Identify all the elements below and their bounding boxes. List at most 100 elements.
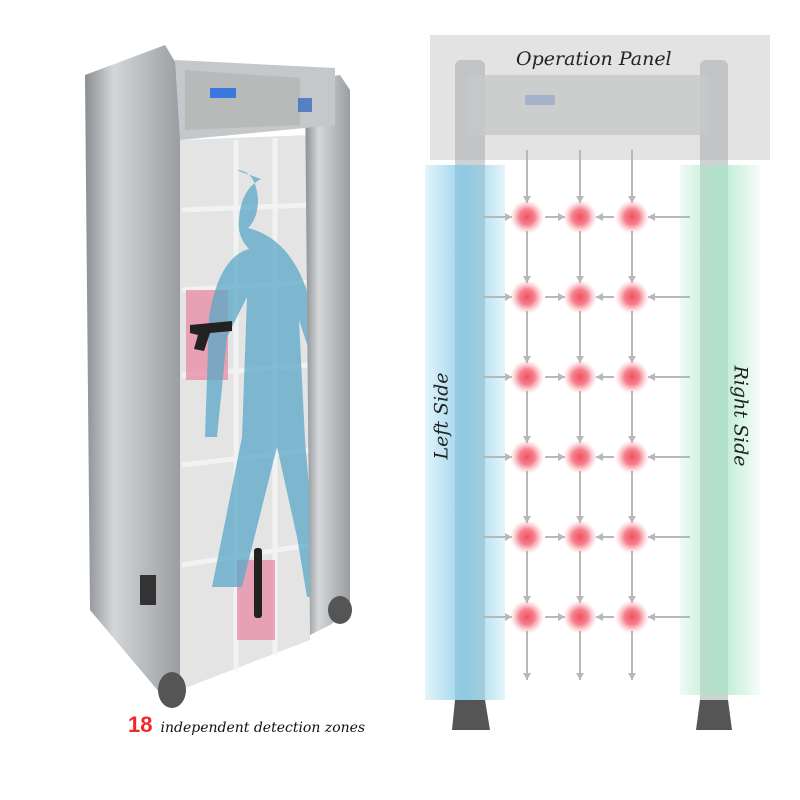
detection-zone-dot [563,600,597,634]
arrow-head [505,373,512,381]
arrow-head [523,596,531,603]
arrow [596,373,614,381]
knife-icon [254,548,262,618]
arrow [596,293,614,301]
arrow [483,213,512,221]
arrow [628,631,636,680]
arrow-head [648,213,655,221]
arrow-head [558,293,565,301]
detection-zone-dot [510,520,544,554]
arrow-head [596,213,603,221]
detection-zone-dot [615,280,649,314]
arrow-head [505,453,512,461]
right-side-glow [680,165,760,695]
arrow-head [628,673,636,680]
arrow [648,453,690,461]
left-side-glow [425,165,505,700]
arrow-head [596,453,603,461]
arrow [628,471,636,523]
arrow [628,150,636,203]
arrow [523,231,531,283]
arrow [596,613,614,621]
arrow-head [505,213,512,221]
arrow-head [576,196,584,203]
arrow-head [576,436,584,443]
arrow-head [596,613,603,621]
operation-panel-label: Operation Panel [516,48,672,70]
arrow [576,631,584,680]
arrow [596,453,614,461]
arrow [648,373,690,381]
arrow-head [628,276,636,283]
arrow [628,391,636,443]
arrow-head [628,436,636,443]
detection-zone-dot [510,280,544,314]
arrow [576,150,584,203]
arrow-head [576,673,584,680]
arrow-head [648,613,655,621]
arrow [523,391,531,443]
arrow [545,533,565,541]
arrow [523,471,531,523]
walk-through-gate-photo [85,45,352,708]
detection-zone-dot [563,200,597,234]
arrow-head [596,533,603,541]
arrow [648,213,690,221]
arrow-head [648,293,655,301]
arrow-head [648,373,655,381]
detection-zone-dot [563,520,597,554]
detection-zone-dot [615,200,649,234]
detection-zone-dot [563,280,597,314]
zone-count: 18 [128,712,153,737]
arrow-head [648,533,655,541]
detection-zone-dot [615,520,649,554]
arrow-head [576,276,584,283]
detection-zone-dot [510,440,544,474]
detection-zone-dot [615,600,649,634]
arrow-head [628,356,636,363]
arrow [523,311,531,363]
arrow [648,533,690,541]
arrow [523,551,531,603]
left-side-label: Left Side [430,372,453,460]
arrow-head [628,196,636,203]
arrow [576,311,584,363]
arrow [483,373,512,381]
arrow-head [596,293,603,301]
arrow-head [523,356,531,363]
caption: 18 independent detection zones [128,712,365,738]
person-silhouette [205,170,347,597]
arrow [576,471,584,523]
arrow-head [576,356,584,363]
gun-icon [190,321,232,351]
detection-zone-dot [615,360,649,394]
detection-zone-dot [510,360,544,394]
detection-schematic [425,35,770,730]
arrow [545,213,565,221]
arrow [545,373,565,381]
arrow-head [576,596,584,603]
arrow-head [505,613,512,621]
arrow [596,213,614,221]
detection-zone-dot [615,440,649,474]
arrow-head [558,453,565,461]
arrow [545,613,565,621]
arrow [483,453,512,461]
arrow [596,533,614,541]
arrow-head [558,373,565,381]
arrow-head [523,436,531,443]
arrow [483,613,512,621]
arrow-head [576,516,584,523]
arrow [576,231,584,283]
arrow [483,533,512,541]
arrow-head [523,516,531,523]
arrow-head [523,673,531,680]
arrow-head [523,196,531,203]
caption-text: independent detection zones [160,720,366,736]
detection-zone-dot [563,440,597,474]
arrow-head [648,453,655,461]
arrow [628,311,636,363]
arrow-head [558,213,565,221]
arrow [545,453,565,461]
